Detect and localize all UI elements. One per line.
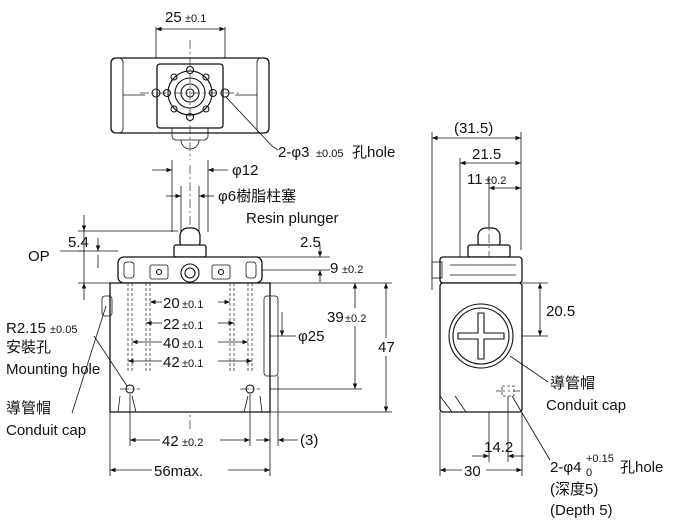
mount-r-label: R2.15 — [6, 320, 46, 337]
mount-r-tol: ±0.05 — [50, 324, 77, 336]
dim-21-5: 21.5 — [472, 146, 501, 163]
side-view: (31.5) 21.5 11 ±0.2 20.5 導管帽 — [431, 119, 663, 519]
side-cap-en: Conduit cap — [546, 397, 626, 414]
top-hole-label: 2-φ3 — [278, 144, 309, 161]
dim-42-inner: 42 — [163, 354, 180, 371]
dim-56max: 56max. — [154, 463, 203, 480]
side-depth-jp: (深度5) — [550, 481, 598, 498]
dim-42-bottom-tol: ±0.2 — [182, 437, 203, 449]
dim-47: 47 — [378, 339, 395, 356]
side-cap-jp: 導管帽 — [550, 375, 595, 392]
mount-label-jp: 安裝孔 — [6, 339, 51, 356]
side-head — [439, 256, 523, 284]
top-hole-post: 孔hole — [352, 144, 395, 161]
top-dim-25-tol: ±0.1 — [185, 13, 206, 25]
front-cap-en: Conduit cap — [6, 422, 86, 439]
dim-30: 30 — [464, 463, 481, 480]
dim-14-2: 14.2 — [484, 439, 513, 456]
dim-11-tol: ±0.2 — [485, 175, 506, 187]
mount-label-en: Mounting hole — [6, 361, 100, 378]
side-depth-en: (Depth 5) — [550, 502, 613, 519]
dim-20: 20 — [163, 295, 180, 312]
side-hole-label: 2-φ4 — [550, 459, 581, 476]
dim-2-5: 2.5 — [300, 234, 321, 251]
dim-40: 40 — [163, 335, 180, 352]
top-dim-25: 25 — [165, 9, 182, 26]
side-hole-sub: 0 — [586, 467, 592, 479]
dim-phi25: φ25 — [298, 328, 324, 345]
dim-22-tol: ±0.1 — [182, 320, 203, 332]
front-head-flange — [117, 256, 263, 284]
dim-20-5: 20.5 — [546, 303, 575, 320]
dim-39-tol: ±0.2 — [345, 313, 366, 325]
top-hole-tol: ±0.05 — [316, 148, 343, 160]
dim-22: 22 — [163, 316, 180, 333]
dim-9: 9 — [330, 260, 338, 277]
dim-31-5: (31.5) — [454, 120, 493, 137]
dim-5-4: 5.4 — [68, 234, 89, 251]
front-cap-jp: 導管帽 — [6, 400, 51, 417]
dim-op: OP — [28, 248, 50, 265]
front-view: φ12 φ6樹脂柱塞 Resin plunger OP 5.4 2.5 9 ±0… — [6, 160, 397, 480]
side-hole-post: 孔hole — [620, 459, 663, 476]
plunger-label-en: Resin plunger — [246, 210, 339, 227]
plunger-label-jp: φ6樹脂柱塞 — [218, 187, 296, 205]
side-hole-sup: +0.15 — [586, 453, 614, 465]
dim-40-tol: ±0.1 — [182, 339, 203, 351]
dim-phi12: φ12 — [232, 162, 258, 179]
dim-20-tol: ±0.1 — [182, 299, 203, 311]
dim-11: 11 — [467, 171, 483, 188]
dim-9-tol: ±0.2 — [342, 264, 363, 276]
dim-42-bottom: 42 — [162, 433, 179, 450]
dim-3: (3) — [300, 432, 318, 449]
side-body — [439, 282, 523, 413]
side-cover — [448, 303, 514, 369]
dim-39: 39 — [327, 309, 344, 326]
dim-42-inner-tol: ±0.1 — [182, 358, 203, 370]
top-view: 25 ±0.1 2-φ3 ±0.05 孔hole — [110, 9, 395, 161]
